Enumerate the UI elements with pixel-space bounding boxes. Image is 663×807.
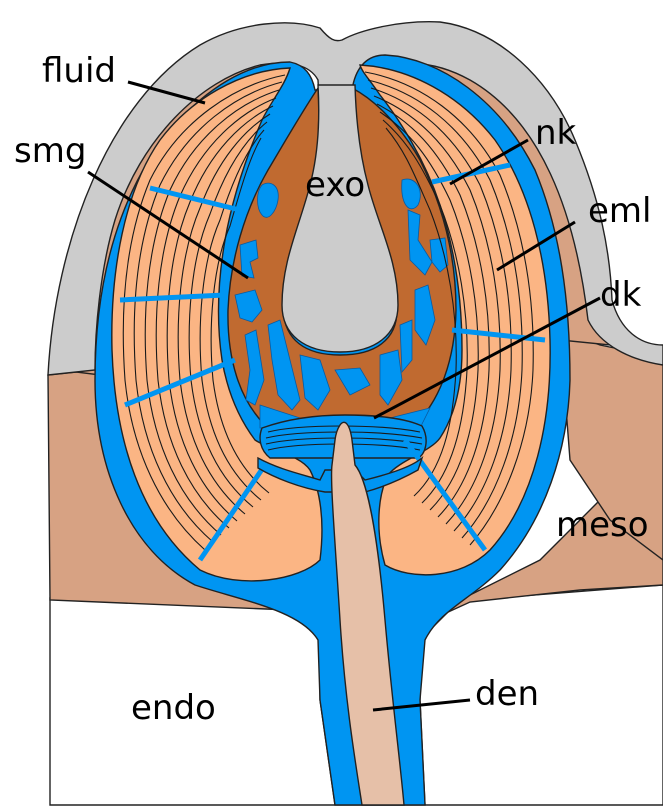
label-nk: nk (535, 113, 577, 153)
label-dk: dk (600, 275, 642, 315)
label-exo: exo (305, 165, 365, 205)
label-fluid: fluid (42, 51, 116, 91)
label-den: den (475, 674, 539, 714)
label-meso: meso (556, 505, 649, 545)
label-eml: eml (588, 191, 651, 231)
label-smg: smg (14, 131, 86, 171)
label-endo: endo (131, 688, 216, 728)
